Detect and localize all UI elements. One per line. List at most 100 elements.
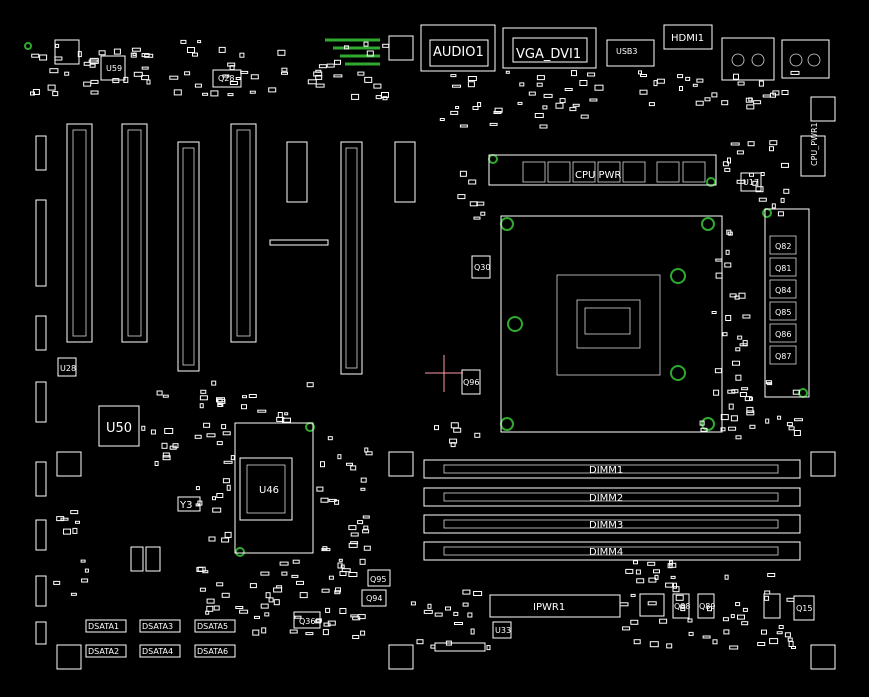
smd-pad [517,101,523,105]
smd-pad [572,103,580,107]
smd-pad [249,583,257,589]
smd-pad [736,150,744,155]
smd-pad [172,443,179,449]
smd-pad [726,229,732,235]
smd-pad [83,81,92,87]
smd-pad [323,622,331,627]
smd-pad [587,72,596,77]
smd-pad [206,598,215,604]
smd-pad [640,74,647,77]
smd-pad [659,618,668,624]
standoff-top-right [810,96,836,122]
smd-pad [366,50,374,57]
dimm4-label: DIMM4 [589,547,623,558]
smd-pad [619,602,629,607]
smd-pad [250,74,259,80]
smd-pad [81,578,89,583]
mounting-holes [24,42,808,557]
smd-pad [771,203,776,209]
smd-pad [767,382,773,386]
smd-pad [161,442,168,449]
smd-pad [334,590,341,595]
smd-pad [777,211,784,217]
smd-pad [579,80,588,86]
smd-pad [254,615,260,619]
atx-power-connector: IPWR1 [489,594,621,618]
smd-pad [445,640,452,646]
smd-pad [268,87,277,93]
smd-pad [741,387,749,391]
q28-label: Q28 [218,74,234,83]
smd-pad [653,569,660,574]
smd-pad [335,587,341,593]
left-header-7 [35,575,47,607]
smd-pad [536,75,545,81]
smd-pad [735,602,741,607]
smd-pad [53,580,61,585]
smd-pad [216,493,224,498]
smd-pad [755,186,764,193]
smd-pad [733,73,739,80]
smd-pad [727,157,731,164]
smd-pad [449,438,458,444]
q81-label: Q81 [775,264,791,273]
smd-pad [56,516,65,522]
smd-pad [90,79,99,84]
smd-pad [725,315,732,321]
smd-pad [88,59,98,63]
smd-pad [83,61,91,66]
smd-pad [180,39,187,44]
smd-pad [224,531,232,538]
u59-chip: U59 [100,55,126,81]
smd-pad [307,79,317,85]
smd-pad [528,91,536,96]
smd-pad [764,590,771,595]
smd-pad [715,272,723,279]
smd-pad [788,426,795,431]
smd-pad [222,74,230,78]
sata-port-3: DSATA3 [139,619,181,633]
q96-label: Q96 [463,378,479,387]
smd-pad [31,53,40,58]
smd-pad [257,409,267,413]
smd-pad [381,92,389,98]
smd-pad [730,614,735,619]
q15-transistor: Q15 [793,595,815,621]
smd-pad [724,262,732,268]
smd-pad [235,77,241,80]
left-header-5 [35,461,47,497]
smd-pad [459,124,468,128]
smd-pad [154,461,159,466]
smd-pad [362,515,370,519]
smd-pad [536,82,543,87]
smd-pad [625,568,634,574]
smd-pad [786,597,795,602]
smd-pad [707,606,712,612]
smd-pad [226,484,231,491]
smd-pad [252,629,260,636]
standoff-right-mid [810,451,836,477]
smd-pad [277,49,286,56]
sata5-label: DSATA5 [197,622,228,631]
smd-pad [459,170,467,177]
smd-pad [327,436,333,441]
smd-pad [720,414,729,421]
smd-pad [113,48,121,55]
dimm1-label: DIMM1 [589,465,623,476]
vga-dvi-label: VGA_DVI1 [516,47,581,62]
smd-pad [363,41,369,47]
smd-pad [765,418,770,424]
smd-pad [462,602,469,607]
smd-pad [474,432,481,438]
smd-pad [469,201,478,207]
smd-pad [206,433,216,438]
smd-pad [580,114,589,119]
smd-pad [221,424,227,430]
smd-pad [639,89,648,95]
smd-pad [685,76,691,81]
hdmi-label: HDMI1 [671,33,704,44]
smd-pad [742,607,748,612]
smd-pad [328,498,337,502]
smd-pad [695,100,704,106]
